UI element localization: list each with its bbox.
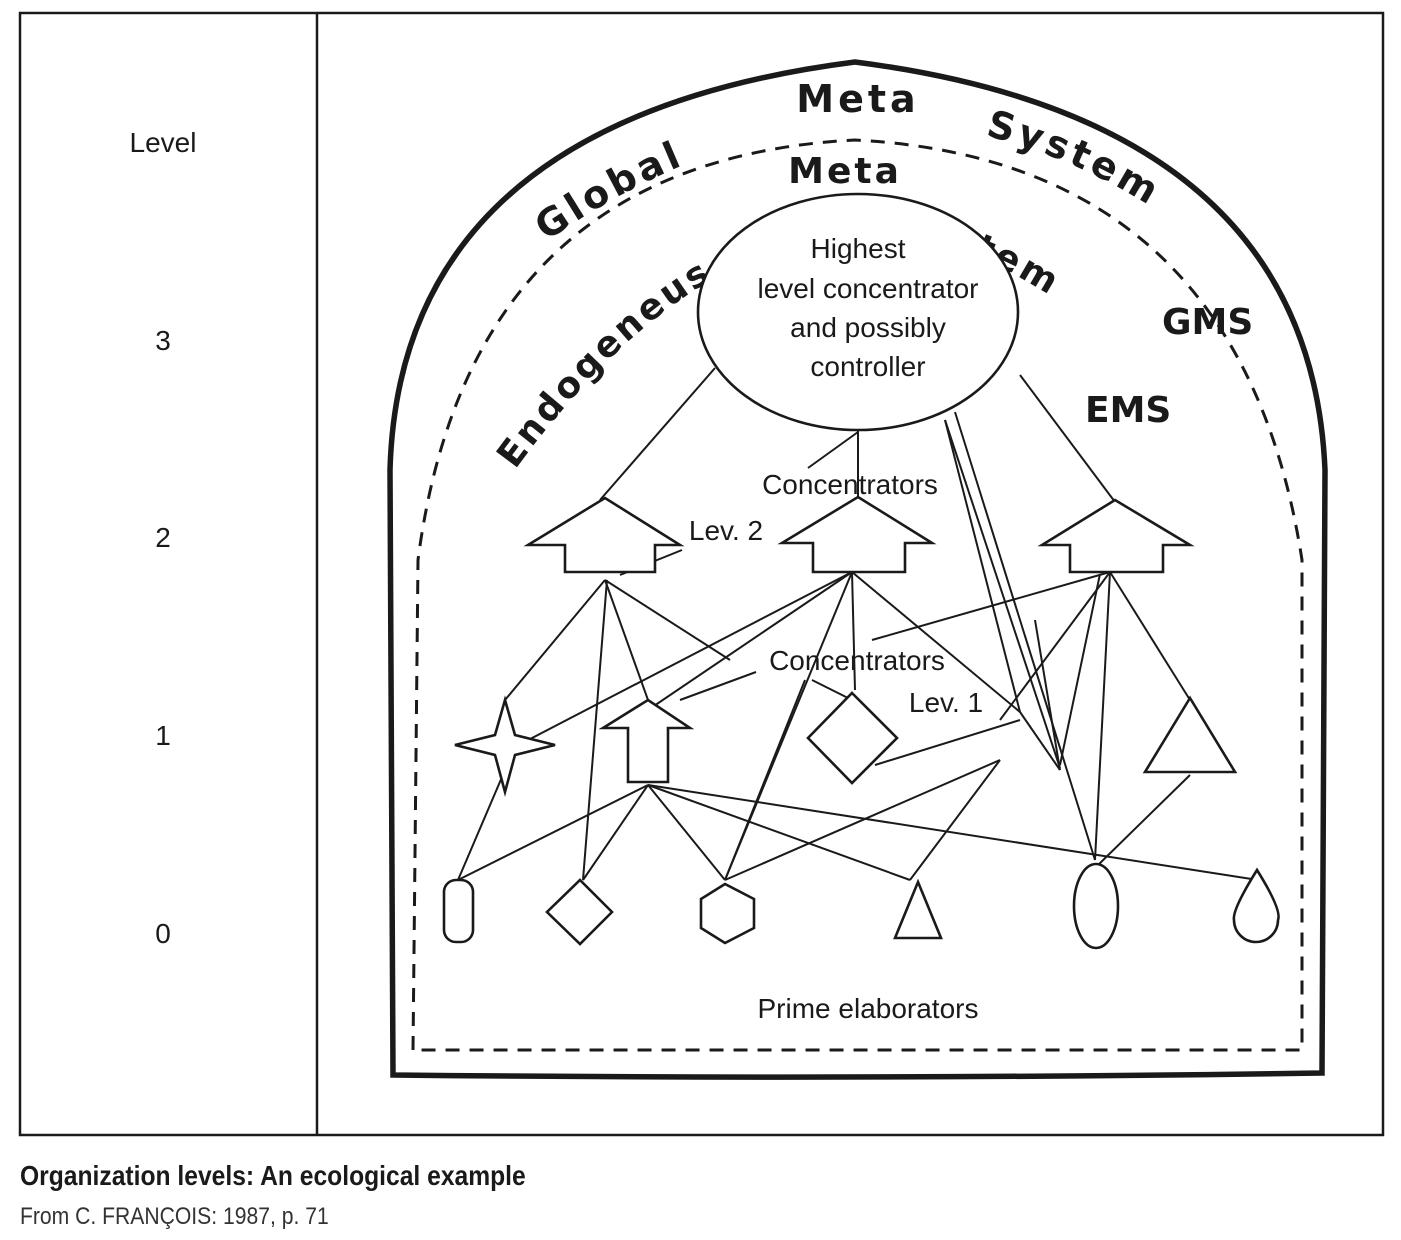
connection-lines — [457, 367, 1259, 881]
top-node-line-3: and possibly — [790, 312, 946, 343]
lev2-label: Lev. 2 — [689, 515, 763, 546]
endogeneus-meta-system-boundary — [411, 138, 1304, 1052]
prime-elaborator-hexagon — [699, 882, 756, 945]
top-node-line-1: Highest — [811, 233, 906, 264]
figure-frame — [18, 11, 1385, 1137]
inner-arc-label: Endogeneus — [489, 251, 718, 475]
lev1-arrow-concentrator — [598, 698, 695, 784]
top-node-line-2: level concentrator — [757, 273, 978, 304]
lev1-triangle-concentrator — [1142, 695, 1238, 774]
gms-label: GMS — [1162, 302, 1253, 343]
prime-elaborator-diamond — [545, 878, 614, 946]
lev2-concentrator-center — [777, 495, 937, 574]
level-2: 2 — [155, 522, 171, 553]
lev1-label: Lev. 1 — [909, 687, 983, 718]
ems-label: EMS — [1085, 390, 1171, 431]
meta-word-inner: Meta — [788, 151, 902, 192]
outer-arc-label: Global — [527, 132, 690, 249]
top-node-line-4: controller — [810, 351, 925, 382]
lev2-concentrator-left — [523, 496, 685, 574]
caption-source: From C. FRANÇOIS: 1987, p. 71 — [20, 1203, 329, 1230]
level-3: 3 — [155, 325, 171, 356]
endogeneus-word: Endogeneus — [489, 251, 718, 475]
lev1-diamond-concentrator — [806, 691, 899, 785]
global-meta-system-boundary — [387, 59, 1328, 1080]
concentrators-lev1-label: Concentrators — [769, 645, 945, 676]
prime-elaborator-triangle — [893, 878, 943, 940]
highest-level-concentrator — [696, 192, 1020, 432]
global-word: Global — [527, 132, 690, 249]
prime-elaborators-label: Prime elaborators — [758, 993, 979, 1024]
prime-elaborator-ellipse — [1072, 862, 1120, 950]
meta-word-outer: Meta — [796, 77, 919, 121]
level-0: 0 — [155, 918, 171, 949]
lev1-star-concentrator — [454, 695, 556, 797]
concentrators-lev2-label: Concentrators — [762, 469, 938, 500]
prime-elaborator-rounded-rect — [442, 878, 475, 944]
level-1: 1 — [155, 720, 171, 751]
level-header: Level — [130, 127, 197, 158]
lev2-concentrator-right — [1037, 498, 1195, 574]
prime-elaborator-drop — [1232, 867, 1280, 944]
caption-title: Organization levels: An ecological examp… — [20, 1160, 526, 1191]
